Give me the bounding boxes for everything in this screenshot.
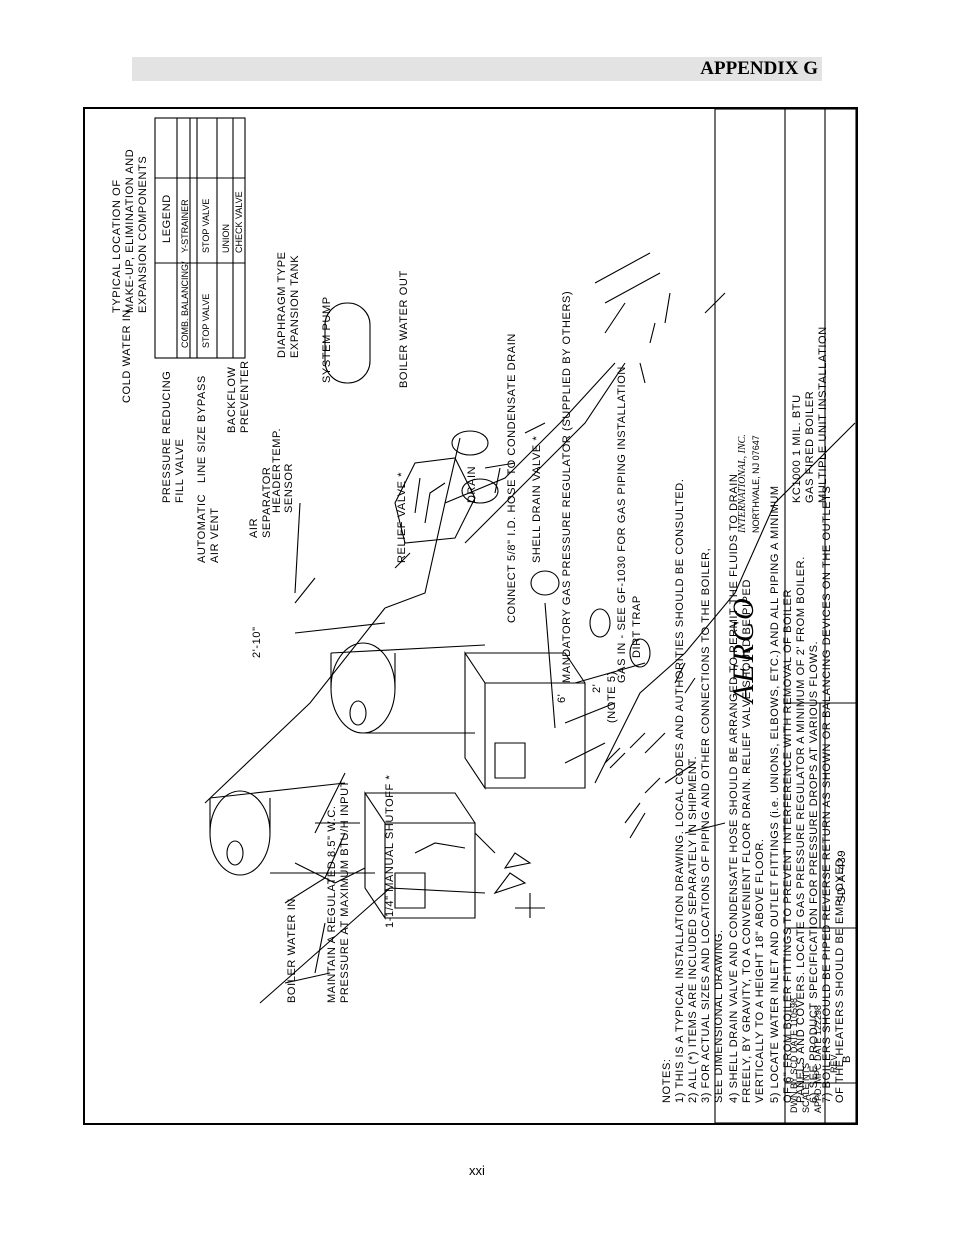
label-gas-in: GAS IN - SEE GF-1030 FOR GAS PIPING INST… — [616, 366, 628, 683]
note-line: 4) SHELL DRAIN VALVE AND CONDENSATE HOSE… — [728, 474, 740, 1103]
label-typical-2: MAKE-UP, ELIMINATION AND — [124, 149, 136, 313]
legend-item: CHECK VALVE — [234, 191, 244, 253]
label-dim-2: 2' — [591, 684, 603, 693]
label-air-vent-2: AIR VENT — [209, 507, 221, 563]
note-line: SEE DIMENSIONAL DRAWING. — [713, 929, 725, 1103]
note-line: 3) FOR ACTUAL SIZES AND LOCATIONS OF PIP… — [700, 548, 712, 1103]
label-boiler-water-in: BOILER WATER IN — [286, 898, 298, 1003]
rev-label: REV. — [829, 1053, 839, 1073]
boiler-2 — [330, 642, 586, 790]
label-backflow-2: PREVENTER — [239, 360, 251, 433]
note-line: PANELS AND COVERS. LOCATE GAS PRESSURE R… — [795, 556, 807, 1103]
legend-item: STOP VALVE — [201, 199, 211, 253]
boiler-1 — [209, 782, 476, 920]
drain-detail — [394, 457, 476, 544]
label-header-temp-2: TEMP. — [271, 428, 283, 463]
label-relief: RELIEF VALVE * — [396, 472, 408, 563]
note-line: NOTES: — [661, 1058, 673, 1103]
label-shutoff: 1-1/4" MANUAL SHUTOFF * — [384, 774, 396, 928]
label-system-pump: SYSTEM PUMP — [321, 296, 333, 383]
label-bypass: LINE SIZE BYPASS — [196, 375, 208, 483]
drawing-number: SD-A-439 — [836, 850, 848, 903]
label-regulator: MANDATORY GAS PRESSURE REGULATOR (SUPPLI… — [561, 291, 573, 683]
note-line: OF 6" FROM BOILER FITTINGS TO PREVENT IN… — [782, 589, 794, 1103]
label-dirt-trap: DIRT TRAP — [631, 595, 643, 658]
label-air-vent-1: AUTOMATIC — [196, 494, 208, 563]
dimension-lines — [284, 602, 646, 984]
label-typical-3: EXPANSION COMPONENTS — [137, 156, 149, 313]
note-line: 1) THIS IS A TYPICAL INSTALLATION DRAWIN… — [674, 479, 686, 1103]
label-prv-1: PRESSURE REDUCING — [161, 371, 173, 503]
note-line: 6) SEE PRODUCT SPECIFICATION FOR PRESSUR… — [808, 641, 820, 1103]
company-logo: AERCO — [727, 596, 760, 705]
company-address: NORTHVALE, NJ 07647 — [751, 435, 761, 533]
appendix-title: APPENDIX G — [700, 58, 818, 79]
label-diaphragm-2: EXPANSION TANK — [289, 255, 301, 358]
title-dwn: DWN.BY SCD DATE 110598 — [789, 998, 799, 1113]
label-condensate: CONNECT 5/8" I.D. HOSE TO CONDENSATE DRA… — [506, 333, 518, 623]
label-dim-6: 6' — [556, 694, 568, 703]
label-header-temp-3: SENSOR — [283, 463, 295, 513]
label-maintain-2: PRESSURE AT MAXIMUM BTU/H INPUT — [339, 780, 351, 1003]
title-block-text: AERCO INTERNATIONAL, INC. NORTHVALE, NJ … — [727, 326, 853, 1113]
title-desc-3: MULTIPLE UNIT INSTALLATION — [817, 326, 829, 503]
label-cold-water-in: COLD WATER IN — [121, 309, 133, 403]
label-air-sep-1: AIR — [248, 518, 260, 538]
note-line: 7) BOILERS SHOULD BE PIPED REVERSE RETUR… — [821, 486, 833, 1103]
piping — [204, 252, 856, 1004]
legend-item: STOP VALVE — [201, 294, 211, 348]
legend-item: Y-STRAINER — [180, 199, 190, 253]
note-line: OF THE HEATERS SHOULD BE EMPLOYED. — [834, 854, 846, 1103]
drawing-frame: COLD WATER IN TYPICAL LOCATION OF MAKE-U… — [83, 107, 858, 1125]
label-boiler-water-out: BOILER WATER OUT — [398, 270, 410, 388]
title-appd: APPD. MPC DATE 122298 — [813, 1005, 823, 1113]
notes: NOTES: 1) THIS IS A TYPICAL INSTALLATION… — [661, 474, 846, 1103]
diagram-labels: COLD WATER IN TYPICAL LOCATION OF MAKE-U… — [111, 149, 643, 1003]
label-typical-1: TYPICAL LOCATION OF — [111, 179, 123, 313]
label-note5: (NOTE 5) — [606, 671, 618, 723]
label-shell-drain: SHELL DRAIN VALVE * — [531, 436, 543, 563]
note-line: FREELY, BY GRAVITY, TO A CONVENIENT FLOO… — [741, 579, 753, 1103]
note-line: 2) ALL (*) ITEMS ARE INCLUDED SEPARATELY… — [687, 756, 699, 1103]
legend-item: UNION — [221, 224, 231, 253]
label-prv-2: FILL VALVE — [174, 439, 186, 504]
label-air-sep-2: SEPARATOR — [261, 467, 273, 538]
title-scale: SCALE NTS — [801, 1063, 811, 1113]
label-diaphragm-1: DIAPHRAGM TYPE — [276, 251, 288, 358]
appendix-header-bar: APPENDIX G — [132, 57, 822, 81]
title-desc-1: KC1000 1 MIL. BTU — [791, 394, 803, 503]
label-dim-2-10: 2'-10" — [251, 626, 263, 658]
title-block — [714, 109, 856, 1123]
label-maintain-1: MAINTAIN A REGULATED 8.5" W.C. — [326, 805, 338, 1003]
legend-title: LEGEND — [161, 194, 173, 243]
piping-diagram: COLD WATER IN TYPICAL LOCATION OF MAKE-U… — [111, 109, 856, 1123]
title-desc-2: GAS FIRED BOILER — [804, 391, 816, 503]
expansion-components — [294, 302, 651, 668]
page-number: xxi — [469, 1163, 485, 1178]
rotated-drawing: COLD WATER IN TYPICAL LOCATION OF MAKE-U… — [85, 109, 856, 1123]
gas-train — [493, 662, 696, 918]
label-drain: DRAIN — [466, 466, 478, 503]
legend: LEGEND Y-STRAINER STOP VALVE UNION CHECK… — [161, 191, 244, 348]
note-line: 5) LOCATE WATER INLET AND OUTLET FITTING… — [769, 485, 781, 1103]
rev-value: B — [841, 1055, 853, 1063]
label-backflow-1: BACKFLOW — [226, 366, 238, 433]
company-sub: INTERNATIONAL, INC. — [737, 434, 748, 534]
legend-item: COMB. BALANCING/ — [180, 261, 190, 348]
label-header-temp-1: HEADER — [271, 464, 283, 513]
note-line: VERTICALLY TO A HEIGHT 18" ABOVE FLOOR. — [754, 838, 766, 1103]
legend-table — [154, 117, 246, 359]
